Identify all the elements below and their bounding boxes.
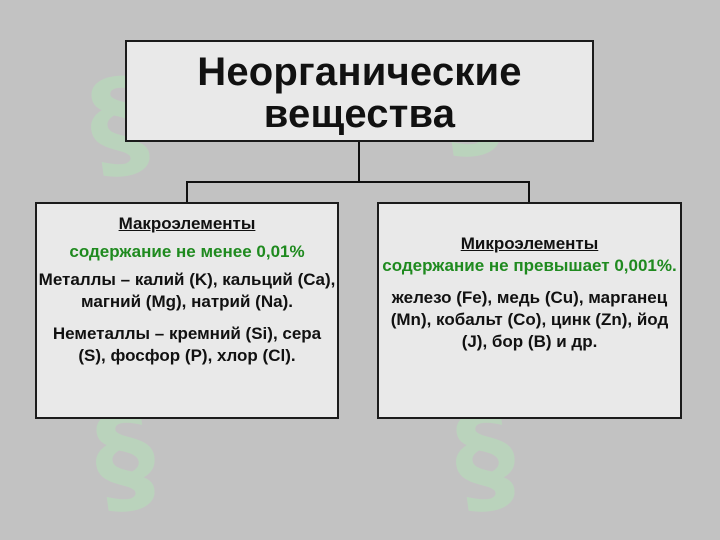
- title-line-1: Неорганические: [197, 50, 522, 94]
- microelements-heading: Микроэлементы: [460, 234, 599, 253]
- title-box: Неорганические вещества: [125, 40, 594, 142]
- macroelements-heading: Макроэлементы: [118, 214, 256, 233]
- connector-line: [358, 142, 360, 182]
- microelements-content: содержание не превышает 0,001%.: [382, 256, 677, 275]
- connector-line: [186, 181, 530, 183]
- macroelements-metals: Металлы – калий (K), кальций (Ca), магни…: [38, 270, 336, 311]
- microelements-box: Микроэлементы содержание не превышает 0,…: [377, 202, 682, 419]
- macroelements-nonmetals: Неметаллы – кремний (Si), сера (S), фосф…: [52, 324, 322, 365]
- microelements-examples: железо (Fe), медь (Cu), марганец (Mn), к…: [390, 288, 669, 351]
- title-line-2: вещества: [263, 92, 456, 136]
- connector-line: [186, 181, 188, 202]
- macroelements-box: Макроэлементы содержание не менее 0,01% …: [35, 202, 339, 419]
- connector-line: [528, 181, 530, 202]
- macroelements-content: содержание не менее 0,01%: [69, 242, 305, 261]
